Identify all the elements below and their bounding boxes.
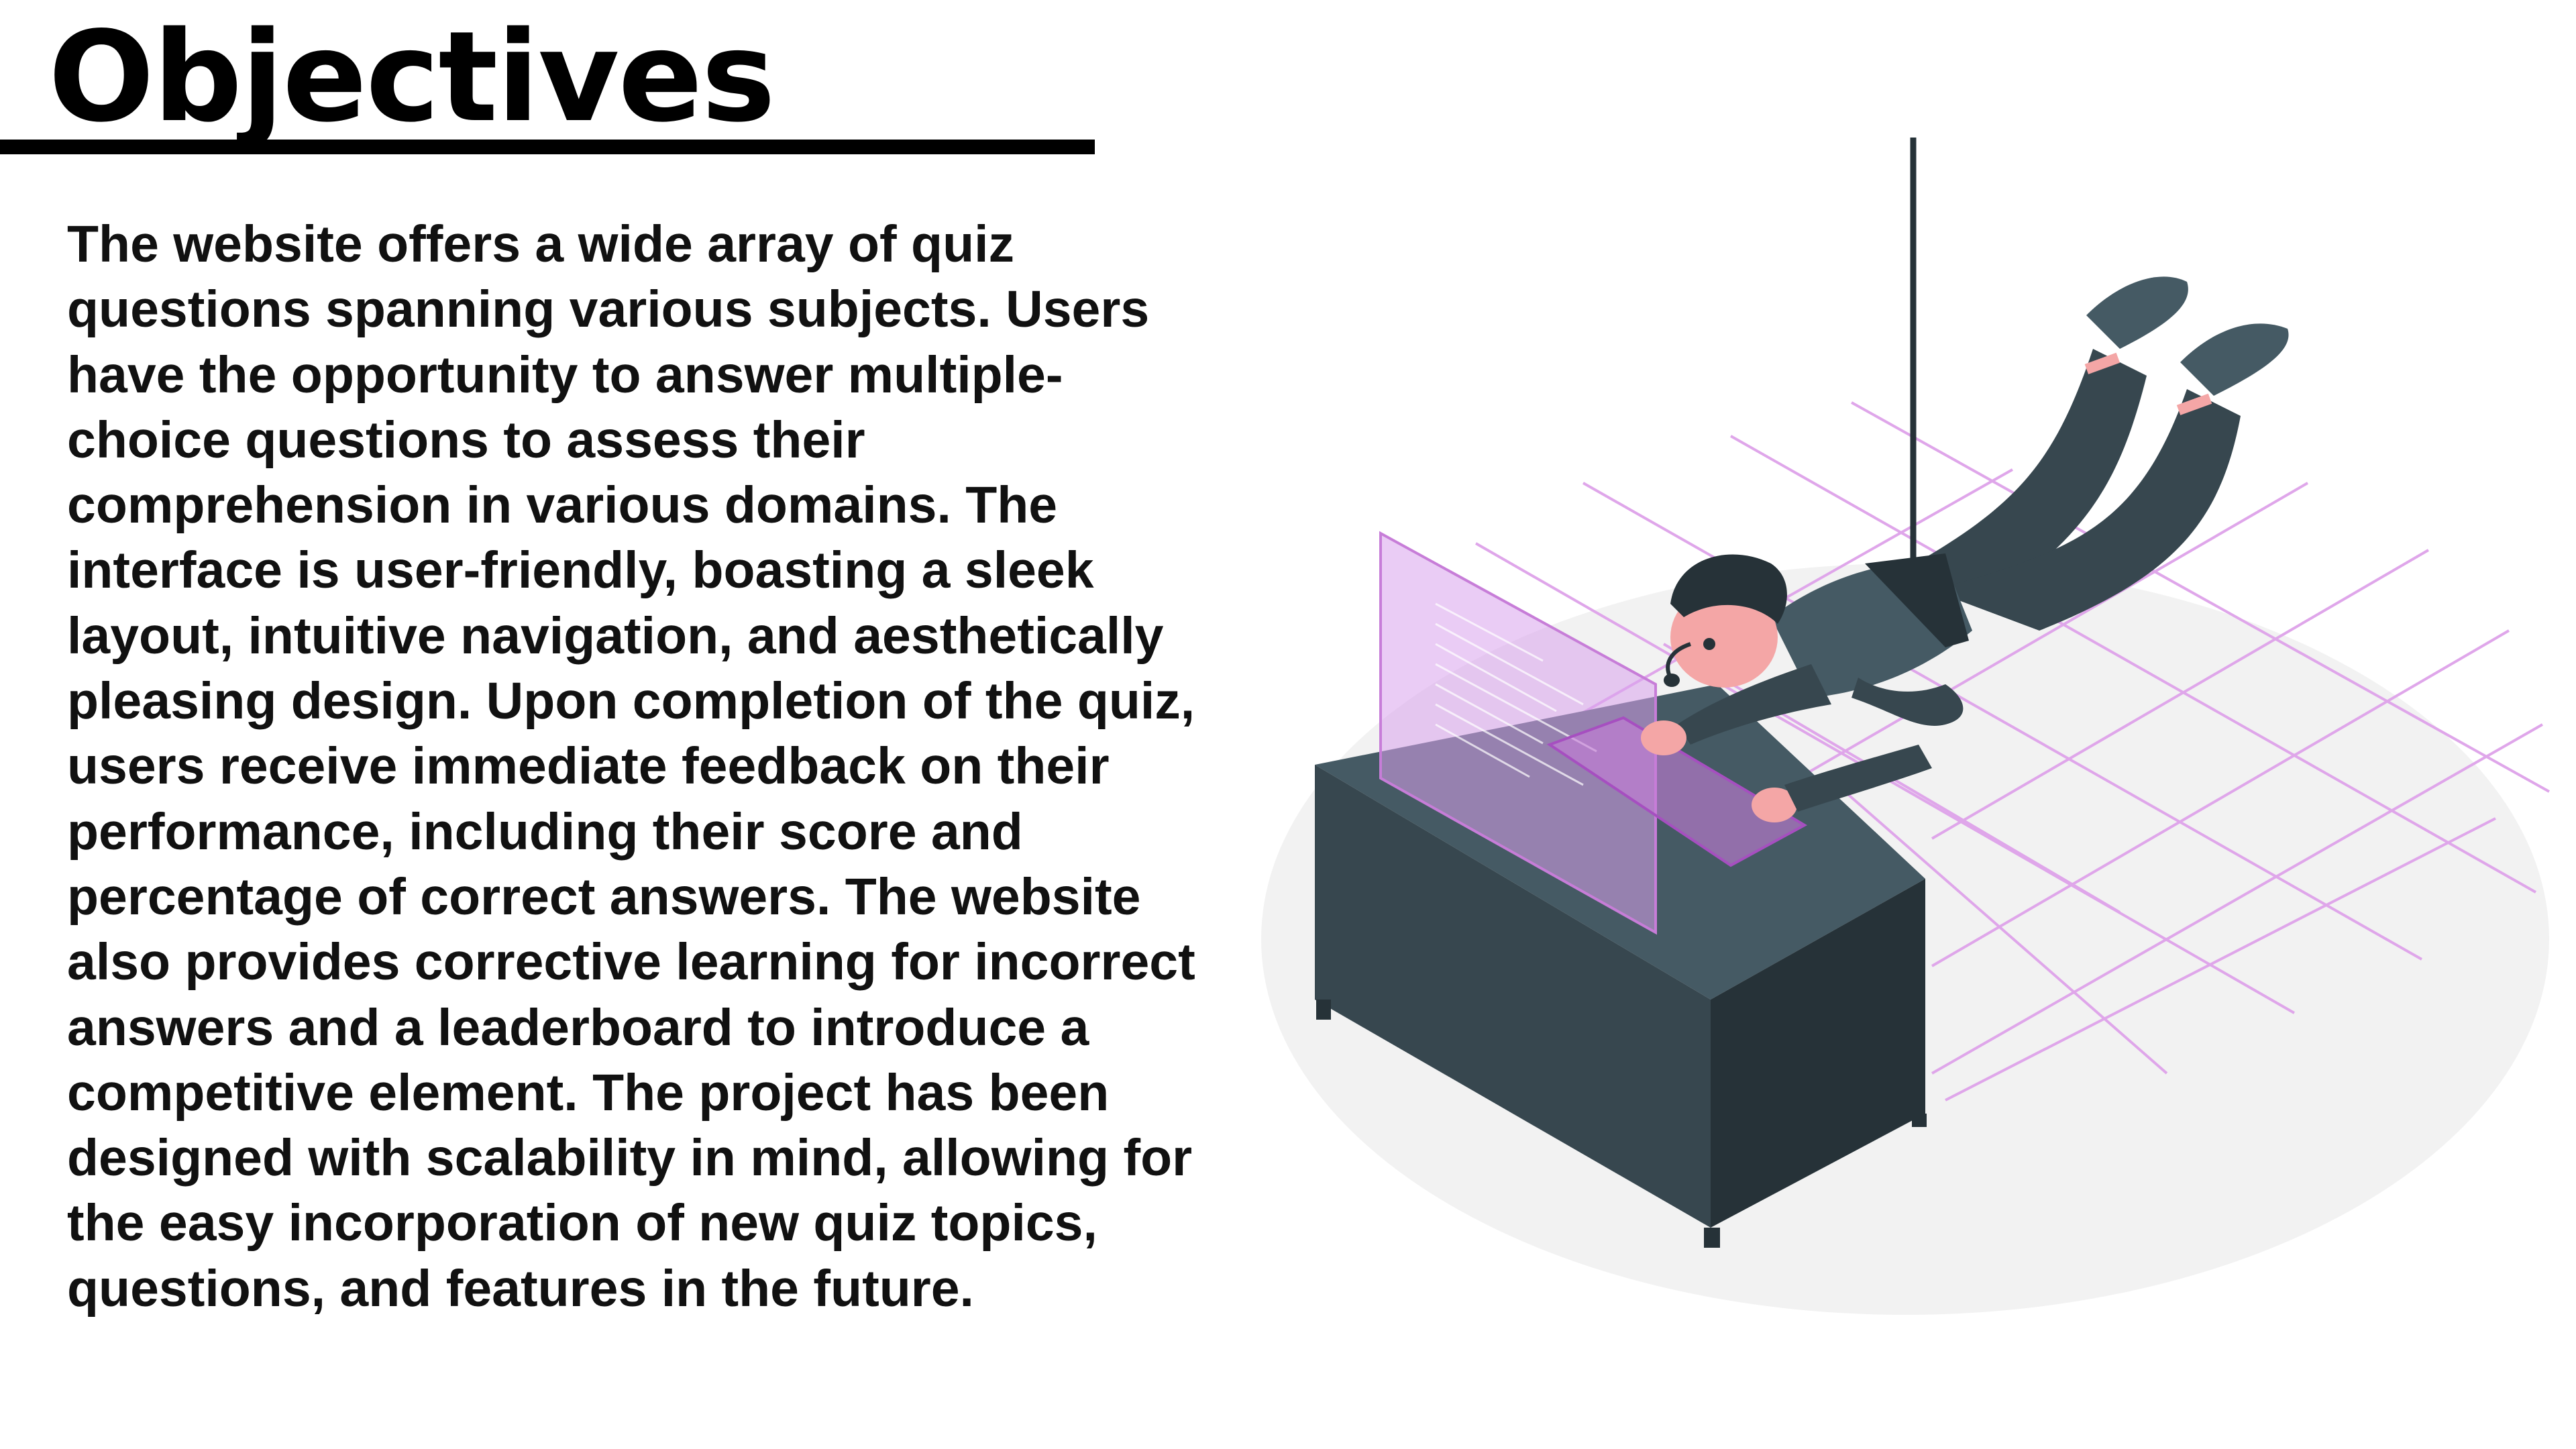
paragraph-line: percentage of correct answers. The websi… [67,867,1141,926]
paragraph-line: layout, intuitive navigation, and aesthe… [67,606,1164,665]
paragraph-line: designed with scalability in mind, allow… [67,1129,1193,1187]
paragraph-line: answers and a leaderboard to introduce a [67,998,1089,1057]
objectives-paragraph: The website offers a wide array of quiz … [67,212,1208,1322]
paragraph-line: users receive immediate feedback on thei… [67,737,1110,796]
paragraph-line: interface is user-friendly, boasting a s… [67,541,1094,600]
holographic-screen [1379,531,1657,935]
paragraph-line: competitive element. The project has bee… [67,1063,1110,1122]
paragraph-line: questions, and features in the future. [67,1259,974,1318]
paragraph-line: questions spanning various subjects. Use… [67,280,1150,339]
paragraph-line: comprehension in various domains. The [67,476,1058,535]
person-coding-at-desk-illustration [1261,138,2550,1315]
paragraph-line: the easy incorporation of new quiz topic… [67,1194,1097,1252]
paragraph-line: also provides corrective learning for in… [67,933,1195,991]
person [1641,276,2289,822]
paragraph-line: have the opportunity to answer multiple- [67,345,1063,404]
paragraph-line: pleasing design. Upon completion of the … [67,672,1195,731]
title-underline [0,140,1095,154]
paragraph-line: choice questions to assess their [67,411,865,469]
slide-title: Objectives [48,4,775,150]
keyboard [1546,716,1808,867]
paragraph-line: performance, including their score and [67,802,1023,861]
paragraph-line: The website offers a wide array of quiz [67,215,1015,273]
